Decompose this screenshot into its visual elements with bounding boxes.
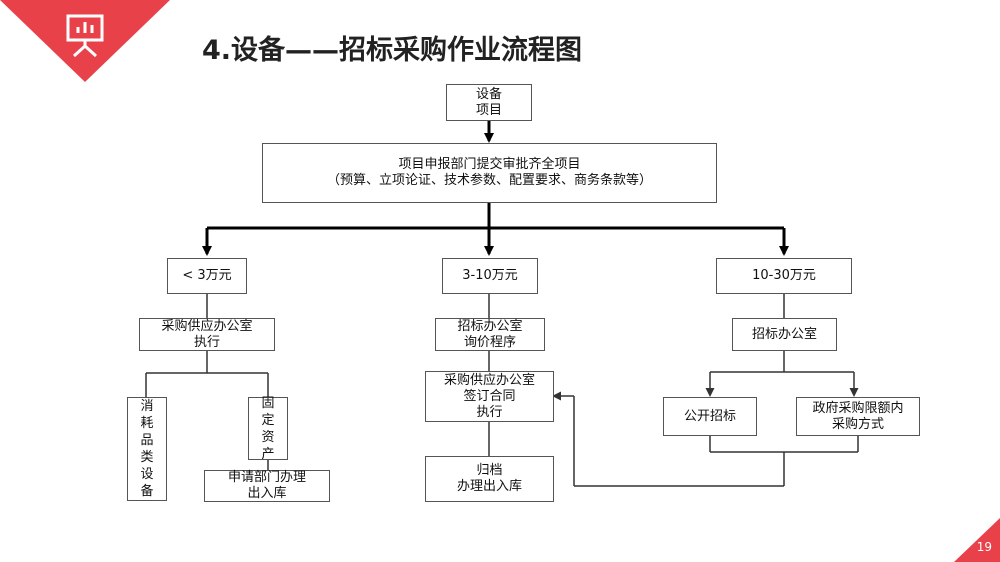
connector-thin bbox=[145, 294, 859, 487]
corner-page-tab bbox=[954, 518, 1000, 562]
mid-tender-office: 招标办公室 询价程序 bbox=[435, 318, 545, 351]
apply-dept-node: 申请部门办理 出入库 bbox=[204, 470, 330, 502]
corner-banner bbox=[0, 0, 170, 82]
branch-under-3w: < 3万元 bbox=[167, 258, 247, 294]
presentation-board-icon bbox=[66, 14, 104, 58]
submit-project-node: 项目申报部门提交审批齐全项目 （预算、立项论证、技术参数、配置要求、商务条款等） bbox=[262, 143, 717, 203]
gov-procurement-node: 政府采购限额内 采购方式 bbox=[796, 397, 920, 436]
page-title: 4.设备——招标采购作业流程图 bbox=[202, 35, 583, 66]
root-node-equipment: 设备 项目 bbox=[446, 84, 532, 121]
left-procurement-office: 采购供应办公室 执行 bbox=[139, 318, 275, 351]
right-tender-office: 招标办公室 bbox=[732, 318, 837, 351]
archive-node: 归档 办理出入库 bbox=[425, 456, 554, 502]
connector-branches bbox=[202, 203, 789, 256]
page-number: 19 bbox=[976, 540, 992, 554]
contract-node: 采购供应办公室 签订合同 执行 bbox=[425, 371, 554, 422]
consumables-node: 消 耗 品 类 设 备 bbox=[127, 397, 167, 501]
branch-3-10w: 3-10万元 bbox=[442, 258, 538, 294]
fixed-assets-node: 固 定 资 产 bbox=[248, 396, 288, 462]
branch-10-30w: 10-30万元 bbox=[716, 258, 852, 294]
public-tender-node: 公开招标 bbox=[663, 397, 757, 436]
